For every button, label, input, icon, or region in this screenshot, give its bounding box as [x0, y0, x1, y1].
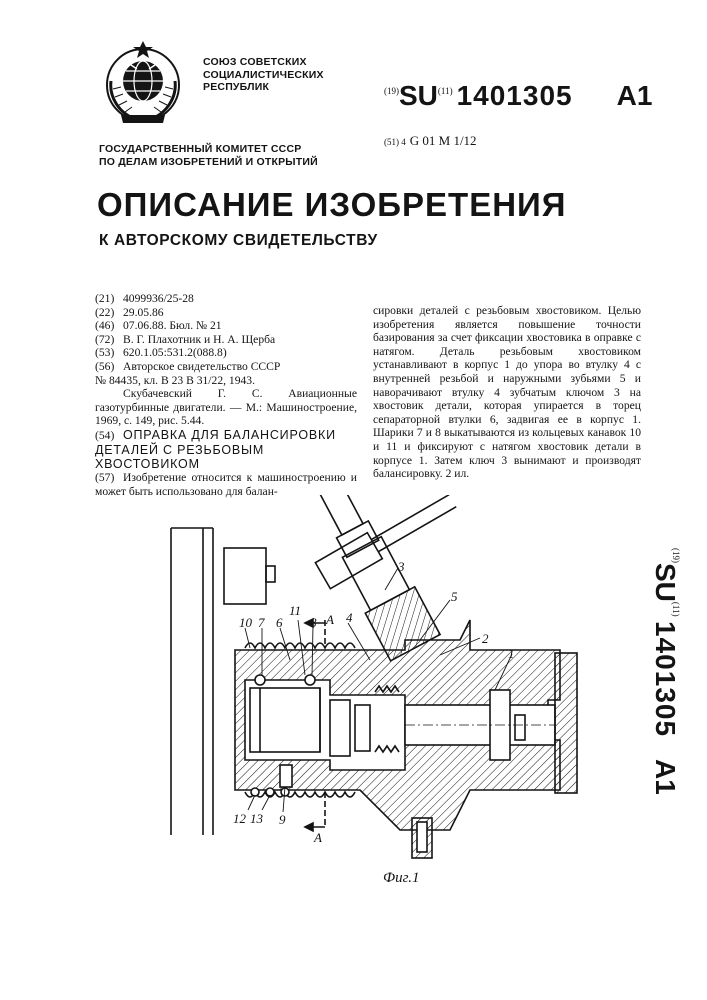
state-line-1: СОЮЗ СОВЕТСКИХ — [203, 56, 324, 69]
document-title: ОПИСАНИЕ ИЗОБРЕТЕНИЯ — [97, 186, 566, 224]
label-13: 13 — [250, 811, 264, 826]
label-4: 4 — [346, 610, 353, 625]
label-2: 2 — [482, 631, 489, 646]
label-11: 11 — [289, 603, 301, 618]
ussr-emblem-icon — [101, 37, 185, 125]
label-9: 9 — [279, 812, 286, 827]
code-51: (51) 4 — [384, 137, 406, 147]
side-code-11: (11) — [671, 602, 681, 617]
side-code-19: (19) — [671, 548, 681, 563]
label-10: 10 — [239, 615, 253, 630]
section-label-top: A — [325, 612, 334, 627]
label-7: 7 — [258, 615, 265, 630]
field-72: (72)В. Г. Плахотник и Н. А. Щерба — [95, 333, 357, 347]
ipc-value: G 01 M 1/12 — [410, 133, 477, 148]
abstract-continued: сировки деталей с резьбовым хвостовиком.… — [373, 304, 641, 481]
committee-line-1: ГОСУДАРСТВЕННЫЙ КОМИТЕТ СССР — [99, 143, 318, 156]
document-subtitle: К АВТОРСКОМУ СВИДЕТЕЛЬСТВУ — [99, 232, 378, 250]
field-54: (54)ОПРАВКА ДЛЯ БАЛАНСИРОВКИ ДЕТАЛЕЙ С Р… — [95, 428, 357, 471]
label-8: 8 — [310, 615, 317, 630]
committee-name: ГОСУДАРСТВЕННЫЙ КОМИТЕТ СССР ПО ДЕЛАМ ИЗ… — [99, 143, 318, 169]
side-country-code: SU — [650, 563, 681, 602]
country-code: SU — [399, 80, 438, 111]
field-56-reference-2: Скубачевский Г. С. Авиационные газотурби… — [95, 387, 357, 428]
ipc-classification: (51) 4 G 01 M 1/12 — [384, 133, 477, 149]
field-56-continued: № 84435, кл. В 23 В 31/22, 1943. — [95, 374, 357, 388]
state-line-2: СОЦИАЛИСТИЧЕСКИХ — [203, 69, 324, 82]
committee-line-2: ПО ДЕЛАМ ИЗОБРЕТЕНИЙ И ОТКРЫТИЙ — [99, 156, 318, 169]
label-3: 3 — [397, 559, 405, 574]
label-1: 1 — [508, 646, 515, 661]
figure-caption: Фиг.1 — [383, 870, 419, 887]
side-patent-kind: A1 — [650, 759, 681, 795]
state-line-3: РЕСПУБЛИК — [203, 81, 324, 94]
field-53: (53)620.1.05:531.2(088.8) — [95, 346, 357, 360]
label-5: 5 — [451, 589, 458, 604]
bibliographic-data: (21)4099936/25-28 (22)29.05.86 (46)07.06… — [95, 292, 357, 498]
side-publication-number: (19)SU(11) 1401305A1 — [634, 548, 694, 848]
patent-number: 1401305 — [457, 80, 573, 111]
field-22: (22)29.05.86 — [95, 306, 357, 320]
label-6: 6 — [276, 615, 283, 630]
label-12: 12 — [233, 811, 247, 826]
publication-number-line: (19)SU(11) 1401305 A1 — [384, 80, 652, 112]
section-label-bottom: A — [313, 830, 322, 845]
patent-kind: A1 — [617, 80, 653, 111]
side-patent-number: 1401305 — [650, 621, 681, 737]
field-46: (46)07.06.88. Бюл. № 21 — [95, 319, 357, 333]
technical-drawing: 1 2 3 4 5 6 7 8 9 10 11 12 13 A A — [160, 495, 590, 895]
field-21: (21)4099936/25-28 — [95, 292, 357, 306]
code-11: (11) — [438, 86, 453, 96]
state-name: СОЮЗ СОВЕТСКИХ СОЦИАЛИСТИЧЕСКИХ РЕСПУБЛИ… — [203, 56, 324, 94]
field-56: (56)Авторское свидетельство СССР — [95, 360, 357, 374]
code-19: (19) — [384, 86, 399, 96]
